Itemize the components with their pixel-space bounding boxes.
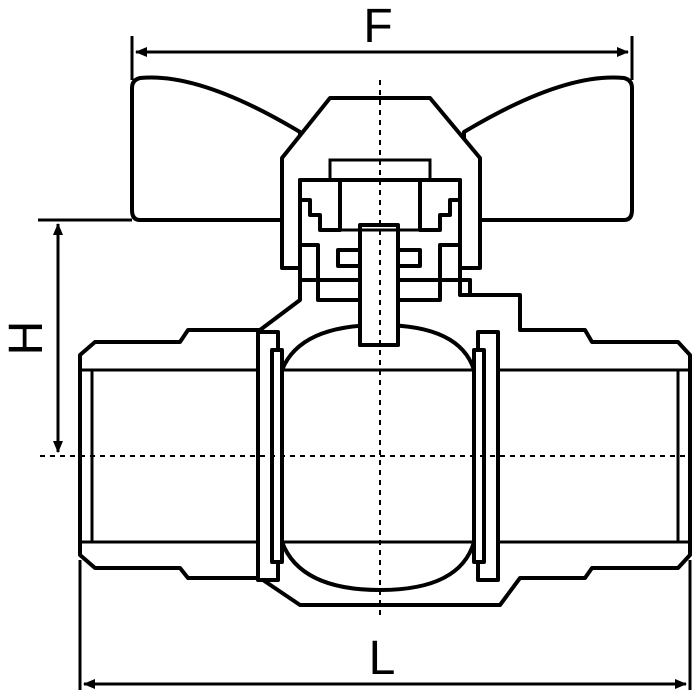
dimension-h: H (0, 218, 132, 453)
dimension-h-label: H (0, 321, 53, 356)
dimension-l: L (78, 560, 692, 690)
dimension-f: F (130, 0, 634, 80)
valve-ball (280, 323, 476, 592)
center-lines (40, 80, 690, 620)
butterfly-handle (130, 75, 634, 222)
dimension-l-label: L (369, 632, 396, 685)
dimension-f-label: F (363, 0, 392, 53)
valve-seats (256, 330, 500, 582)
